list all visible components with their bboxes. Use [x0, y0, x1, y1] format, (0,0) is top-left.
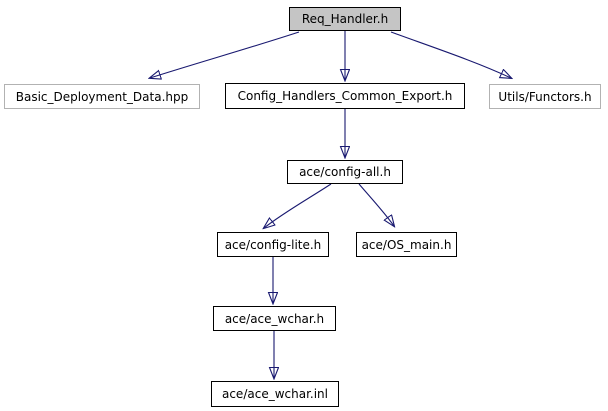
node-os-main[interactable]: ace/OS_main.h: [356, 232, 457, 257]
node-config-lite[interactable]: ace/config-lite.h: [217, 232, 329, 257]
node-config-all-label: ace/config-all.h: [299, 165, 391, 179]
node-utils-functors-label: Utils/Functors.h: [498, 89, 592, 104]
node-os-main-label: ace/OS_main.h: [361, 237, 452, 252]
node-ace-wchar-inl[interactable]: ace/ace_wchar.inl: [211, 381, 339, 407]
node-basic-deployment-data-label: Basic_Deployment_Data.hpp: [15, 89, 189, 104]
node-req-handler: Req_Handler.h: [289, 7, 401, 31]
node-config-lite-label: ace/config-lite.h: [224, 237, 322, 252]
node-req-handler-label: Req_Handler.h: [301, 12, 389, 26]
node-ace-wchar-h-label: ace/ace_wchar.h: [224, 311, 325, 326]
node-ace-wchar-h[interactable]: ace/ace_wchar.h: [213, 306, 336, 331]
edge-req-handler-to-basic-deployment-data: [150, 31, 300, 78]
edge-config-all-to-os-main: [358, 183, 394, 226]
node-config-handlers-common-export[interactable]: Config_Handlers_Common_Export.h: [225, 83, 465, 109]
edge-req-handler-to-utils-functors: [390, 31, 511, 78]
node-config-handlers-common-export-label: Config_Handlers_Common_Export.h: [237, 89, 453, 103]
node-basic-deployment-data: Basic_Deployment_Data.hpp: [4, 84, 200, 109]
edge-config-all-to-config-lite: [264, 183, 332, 228]
node-ace-wchar-inl-label: ace/ace_wchar.inl: [221, 387, 328, 401]
node-config-all[interactable]: ace/config-all.h: [287, 160, 403, 184]
node-utils-functors: Utils/Functors.h: [489, 84, 601, 109]
